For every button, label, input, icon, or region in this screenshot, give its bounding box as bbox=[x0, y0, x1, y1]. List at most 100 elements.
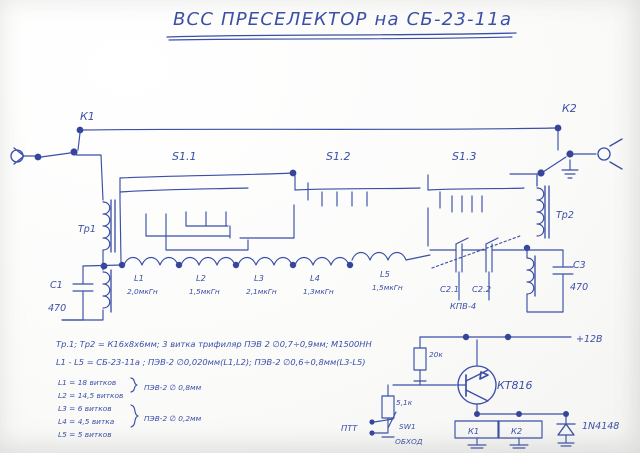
node-relay-k1 bbox=[474, 411, 480, 417]
inductor-l4 bbox=[294, 256, 350, 266]
label-tr2: Тр2 bbox=[556, 210, 574, 221]
label-l2-value: 1,5мкГн bbox=[189, 287, 220, 296]
label-relay-k2: К2 bbox=[511, 426, 522, 436]
varcap-gang-link bbox=[431, 235, 521, 269]
k2-contact-blade bbox=[542, 156, 567, 173]
node-k2-lower bbox=[537, 169, 545, 177]
winding-row-4: L4 = 4,5 витка bbox=[58, 417, 115, 426]
tr2-secondary-winding bbox=[526, 257, 535, 295]
relay-coil-k2 bbox=[497, 420, 543, 439]
diode-triangle bbox=[557, 423, 575, 436]
inductor-l3 bbox=[237, 256, 293, 266]
antenna-jack-left bbox=[10, 149, 24, 163]
node-l1-left bbox=[118, 261, 126, 269]
label-c21: C2.1 bbox=[440, 284, 459, 294]
wire-tr2-top-left bbox=[509, 173, 538, 187]
label-l1-ref: L1 bbox=[134, 273, 144, 283]
brace-upper bbox=[130, 377, 138, 393]
winding-row-2: L2 = 14,5 витков bbox=[58, 391, 123, 400]
label-l5-value: 1,5мкГн bbox=[372, 283, 403, 292]
capacitor-c3 bbox=[526, 249, 574, 313]
sw1-moving-blade bbox=[387, 411, 397, 429]
varcap-c21-arrow bbox=[455, 237, 469, 245]
ptt-terminal-upper bbox=[369, 419, 375, 425]
tr1-primary-winding bbox=[102, 201, 111, 251]
wire-tr2-sec-bottom bbox=[526, 293, 564, 313]
ground-symbol-right bbox=[561, 159, 579, 179]
ground-diode bbox=[557, 434, 575, 447]
label-l3-value: 2,1мкГн bbox=[246, 287, 277, 296]
winding-row-3: L3 = 6 витков bbox=[58, 404, 112, 413]
brace-lower bbox=[130, 404, 139, 428]
page-title: ВСС ПРЕСЕЛЕКТОР на СБ-23-11а bbox=[173, 9, 512, 30]
label-c3-ref: C3 bbox=[573, 260, 586, 271]
label-l1-value: 2,0мкГн bbox=[127, 287, 158, 296]
title-underline bbox=[166, 32, 517, 38]
node-l4-l5 bbox=[346, 261, 354, 269]
label-c22: C2.2 bbox=[472, 284, 491, 294]
sw1-blade-upper bbox=[373, 418, 394, 423]
label-diode: 1N4148 bbox=[582, 421, 619, 432]
label-resistor-20k: 20к bbox=[429, 350, 443, 359]
node-supply-collector bbox=[462, 333, 470, 341]
label-resistor-5k1: 5,1к bbox=[396, 398, 413, 407]
node-k1-lower bbox=[70, 148, 78, 156]
node-right-jack bbox=[566, 150, 574, 158]
inductor-l1 bbox=[123, 256, 179, 266]
label-l5-ref: L5 bbox=[380, 269, 390, 279]
label-l4-ref: L4 bbox=[310, 273, 320, 283]
wire-s1-2-down-left bbox=[239, 204, 295, 239]
node-l2-l3 bbox=[232, 261, 240, 269]
label-c1-value: 470 bbox=[48, 303, 66, 314]
tr1-secondary-winding bbox=[102, 271, 111, 309]
transistor-collector-lead bbox=[465, 369, 489, 382]
title-underline-2 bbox=[168, 36, 513, 41]
wire-l5-to-varcap bbox=[405, 254, 431, 261]
node-k1-upper bbox=[76, 126, 84, 134]
label-varcap-type: КПВ-4 bbox=[450, 301, 476, 311]
k1-contact-blade bbox=[77, 132, 81, 151]
label-supply: +12В bbox=[576, 334, 603, 345]
label-s1-3: S1.3 bbox=[452, 150, 476, 163]
label-s1-2: S1.2 bbox=[326, 150, 350, 163]
winding-wire-b: ПЭВ-2 ∅ 0,2мм bbox=[144, 414, 202, 423]
s1-1-rail-lower bbox=[119, 187, 249, 193]
note-line-2: L1 - L5 = СБ-23-11а ; ПЭВ-2 ∅0,020мм(L1,… bbox=[56, 357, 366, 367]
resistor-5k1 bbox=[381, 395, 395, 419]
note-line-1: Тр.1; Тр2 = К16х8х6мм; 3 витка трифиляр … bbox=[56, 339, 373, 349]
winding-row-5: L5 = 5 витков bbox=[58, 430, 112, 439]
ptt-terminal-lower bbox=[369, 430, 375, 436]
s1-3-rail bbox=[427, 187, 525, 191]
node-l3-l4 bbox=[289, 261, 297, 269]
varcap-c21-plates bbox=[455, 243, 463, 273]
s1-1-rail-upper bbox=[119, 172, 293, 179]
winding-wire-a: ПЭВ-2 ∅ 0,8мм bbox=[144, 383, 202, 392]
node-left-jack bbox=[34, 153, 42, 161]
node-supply-right bbox=[504, 333, 512, 341]
node-relay-k2 bbox=[516, 411, 522, 417]
label-relay-k1: К1 bbox=[468, 426, 479, 436]
transistor-emitter-lead bbox=[465, 389, 489, 402]
wire-k1-to-tr1 bbox=[75, 154, 104, 201]
resistor-20k bbox=[413, 347, 427, 371]
label-l3-ref: L3 bbox=[254, 273, 264, 283]
label-sw1-mode: ОБХОД bbox=[395, 437, 423, 446]
wire-base-node bbox=[392, 380, 421, 386]
wire-left-lc-rail bbox=[82, 264, 123, 267]
label-ptt: ПТТ bbox=[341, 423, 358, 433]
label-l4-value: 1,3мкГн bbox=[303, 287, 334, 296]
label-sw1: SW1 bbox=[399, 422, 416, 431]
wire-s1-1-down bbox=[119, 199, 122, 263]
label-transistor: КТ816 bbox=[497, 379, 533, 392]
capacitor-c1 bbox=[72, 265, 94, 321]
terminal-label-k2: К2 bbox=[562, 102, 577, 115]
wire-jack-to-k1 bbox=[40, 152, 71, 158]
ground-k2 bbox=[509, 437, 529, 449]
tr2-primary-winding bbox=[536, 187, 545, 237]
inductor-l2 bbox=[180, 256, 236, 266]
label-tr1: Тр1 bbox=[78, 224, 96, 235]
node-diode bbox=[563, 411, 569, 417]
terminal-label-k1: К1 bbox=[80, 110, 95, 123]
